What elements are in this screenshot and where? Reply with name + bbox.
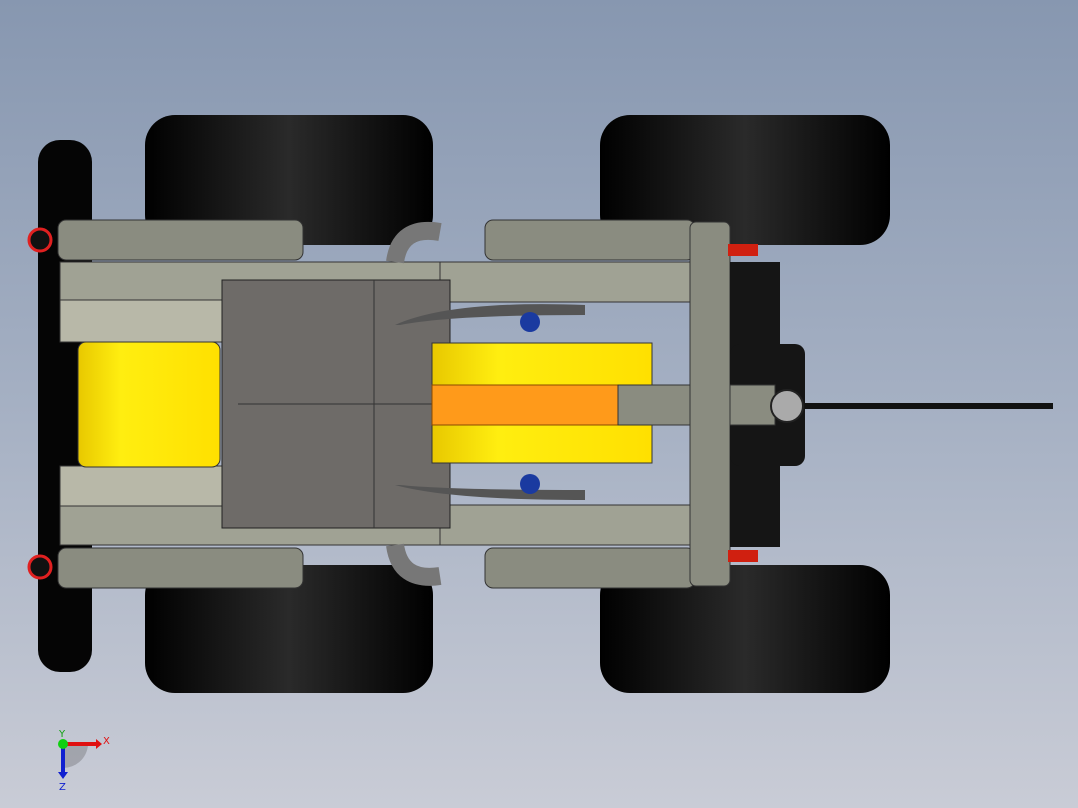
y-axis-label: Y — [58, 729, 66, 740]
frame-beam — [59, 465, 241, 507]
fender — [395, 304, 585, 325]
rear-connector — [729, 384, 776, 426]
lego-vehicle-model — [27, 115, 1053, 693]
x-axis-label: X — [103, 736, 110, 747]
frame-beam — [439, 261, 701, 303]
wheel-front-right — [145, 565, 433, 693]
red-pin — [27, 227, 53, 253]
red-pin — [27, 554, 53, 580]
exhaust-pipe — [386, 221, 442, 264]
wheel-rear-left — [600, 115, 890, 245]
frame-beam — [57, 219, 304, 261]
frame-beam — [439, 504, 701, 546]
wheel-rear-right — [600, 565, 890, 693]
rear-frame — [689, 221, 731, 587]
orientation-triad[interactable]: X Y Z — [58, 729, 110, 793]
antenna — [785, 403, 1053, 409]
antenna-mount — [770, 389, 804, 423]
frame-beam — [59, 299, 241, 343]
yellow-front-panel — [77, 341, 221, 468]
frame-beam — [484, 219, 696, 261]
frame-beam — [57, 547, 304, 589]
z-axis-label: Z — [59, 782, 66, 793]
exhaust-pipe — [386, 543, 442, 586]
y-axis-dot — [58, 739, 68, 749]
frame-beam — [484, 547, 696, 589]
fender — [395, 485, 585, 500]
orange-core — [431, 384, 623, 426]
wheel-front-left — [145, 115, 433, 245]
